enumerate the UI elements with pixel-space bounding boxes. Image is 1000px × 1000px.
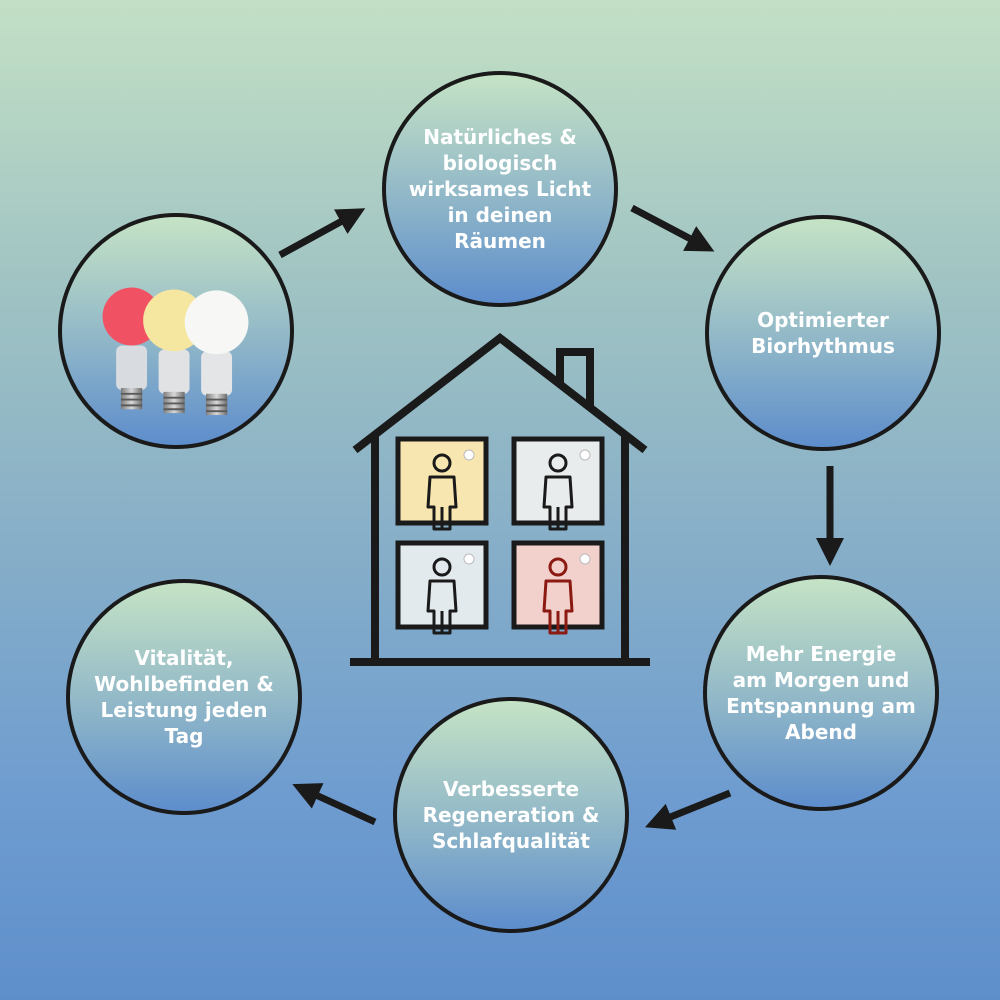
smart-bulbs-icon: [102, 287, 249, 416]
house-icon: [350, 332, 650, 666]
room-bulb-icon: [463, 449, 591, 565]
bulbs-node: [58, 213, 294, 449]
node-vitality: Vitalität, Wohlbefinden & Leistung jeden…: [66, 579, 302, 815]
node-biorhythm: Optimierter Biorhythmus: [705, 215, 941, 451]
node-biorhythm-label: Optimierter Biorhythmus: [751, 308, 895, 358]
node-regeneration-label: Verbesserte Regeneration & Schlafqualitä…: [422, 777, 600, 853]
node-natural-light-label: Natürliches & biologisch wirksames Licht…: [408, 125, 592, 253]
node-regeneration: Verbesserte Regeneration & Schlafqualitä…: [393, 697, 629, 933]
node-natural-light: Natürliches & biologisch wirksames Licht…: [382, 71, 618, 307]
arrow-bottom-to-left: [292, 783, 377, 826]
arrow-right2-to-bottom: [645, 789, 732, 830]
arrow-bulbs-to-top: [278, 208, 366, 259]
node-vitality-label: Vitalität, Wohlbefinden & Leistung jeden…: [94, 646, 274, 748]
node-energy-label: Mehr Energie am Morgen und Entspannung a…: [726, 642, 916, 744]
node-energy: Mehr Energie am Morgen und Entspannung a…: [703, 575, 939, 811]
arrow-top-to-right1: [630, 204, 715, 252]
